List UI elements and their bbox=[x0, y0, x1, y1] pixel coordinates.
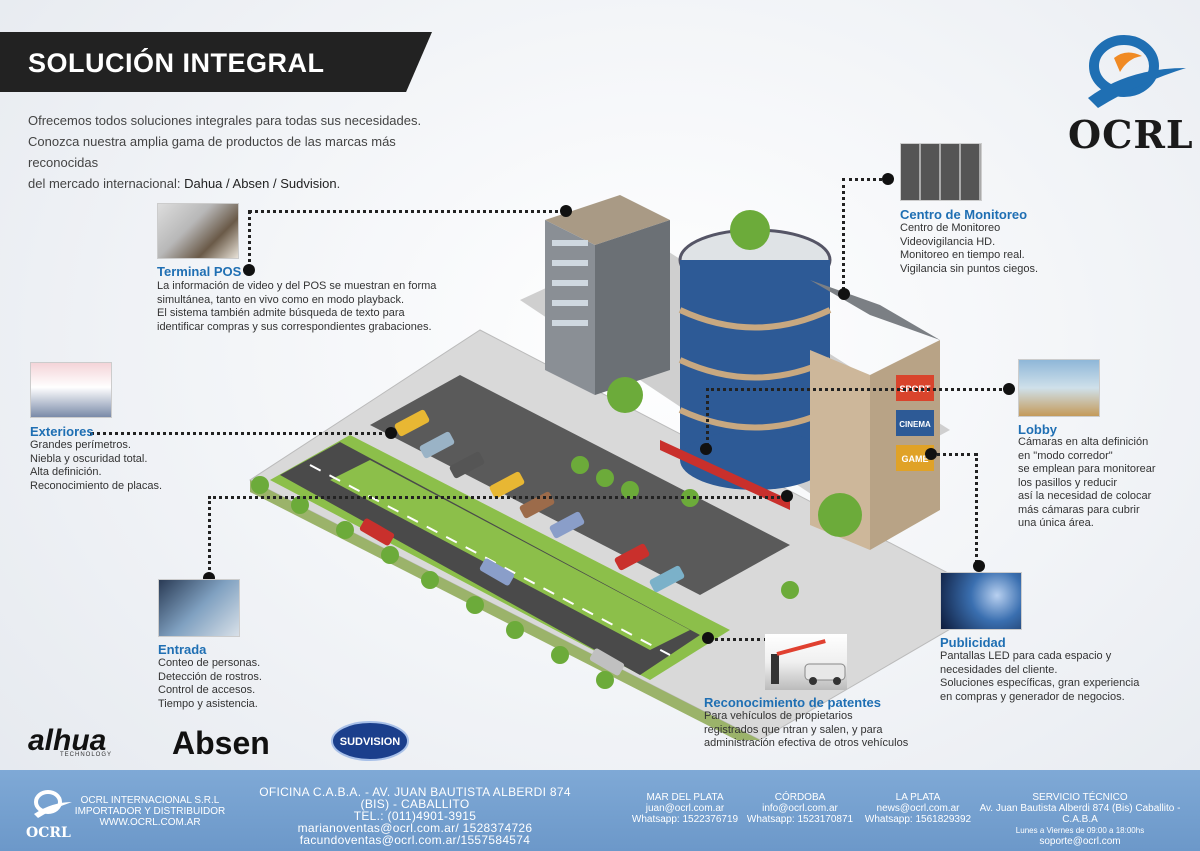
intro-text: Ofrecemos todos soluciones integrales pa… bbox=[28, 110, 458, 194]
marker-patentes bbox=[702, 632, 714, 644]
footer-mardelplata: MAR DEL PLATA juan@ocrl.com.ar Whatsapp:… bbox=[631, 792, 739, 825]
exteriores-thumbnail bbox=[30, 362, 112, 418]
absen-logo: Absen bbox=[172, 725, 270, 761]
entrada-thumbnail bbox=[158, 579, 240, 637]
dahua-logo-sub: TECHNOLOGY bbox=[60, 752, 113, 758]
marker-monitoreo bbox=[882, 173, 894, 185]
ocrl-logo-icon bbox=[1088, 35, 1186, 108]
lobby-title: Lobby bbox=[1018, 422, 1057, 437]
patentes-title: Reconocimiento de patentes bbox=[704, 695, 881, 710]
patentes-description: Para vehículos de propietarios registrad… bbox=[704, 710, 909, 749]
marker-publicidad-label bbox=[973, 560, 985, 572]
page-title: SOLUCIÓN INTEGRAL bbox=[28, 48, 325, 78]
footer-company: OCRL INTERNACIONAL S.R.L IMPORTADOR Y DI… bbox=[74, 795, 226, 828]
footer-logo-text: OCRL bbox=[26, 825, 71, 841]
title-banner: SOLUCIÓN INTEGRAL bbox=[0, 32, 432, 92]
barrier-icon bbox=[771, 639, 846, 685]
connector-lobby bbox=[706, 388, 1008, 446]
connector-patentes bbox=[708, 638, 768, 641]
building-illustration: SPORT CINEMA GAME bbox=[249, 195, 1002, 740]
patentes-thumbnail bbox=[765, 634, 847, 690]
monitoreo-description: Centro de Monitoreo Videovigilancia HD. … bbox=[900, 222, 1038, 275]
connector-entrada bbox=[208, 496, 786, 576]
connector-monitoreo bbox=[842, 178, 888, 296]
marker-lobby bbox=[1003, 383, 1015, 395]
publicidad-title: Publicidad bbox=[940, 635, 1006, 650]
footer-servicio-tecnico: SERVICIO TÉCNICO Av. Juan Bautista Alber… bbox=[979, 792, 1181, 847]
monitoreo-thumbnail bbox=[900, 143, 982, 201]
marker-entrada bbox=[781, 490, 793, 502]
sudvision-logo-icon: SUDVISION bbox=[331, 721, 409, 761]
marker-publicidad bbox=[925, 448, 937, 460]
footer-office: OFICINA C.A.B.A. - AV. JUAN BAUTISTA ALB… bbox=[259, 785, 571, 847]
footer-ocrl-icon bbox=[34, 790, 72, 818]
lobby-thumbnail bbox=[1018, 359, 1100, 417]
intro-brands: Dahua / Absen / Sudvision bbox=[184, 176, 337, 191]
dahua-logo: alhua bbox=[28, 724, 107, 757]
pos-title: Terminal POS bbox=[157, 264, 242, 279]
marker-exteriores bbox=[385, 427, 397, 439]
intro-line: Conozca nuestra amplia gama de productos… bbox=[28, 134, 396, 170]
connector-publicidad bbox=[930, 453, 978, 563]
marker-pos bbox=[560, 205, 572, 217]
entrada-description: Conteo de personas. Detección de rostros… bbox=[158, 657, 262, 710]
pos-description: La información de video y del POS se mue… bbox=[157, 280, 437, 333]
pos-thumbnail bbox=[157, 203, 239, 259]
sign-game: GAME bbox=[902, 454, 929, 464]
connector-pos bbox=[248, 210, 566, 270]
footer-cordoba: CÓRDOBA info@ocrl.com.ar Whatsapp: 15231… bbox=[746, 792, 854, 825]
sign-cinema: CINEMA bbox=[899, 420, 931, 429]
ocrl-logo-text: OCRL bbox=[1068, 112, 1194, 157]
marker-pos-label bbox=[243, 264, 255, 276]
footer-laplata: LA PLATA news@ocrl.com.ar Whatsapp: 1561… bbox=[864, 792, 972, 825]
sudvision-logo-text: SUDVISION bbox=[340, 736, 401, 748]
intro-line: Ofrecemos todos soluciones integrales pa… bbox=[28, 113, 422, 128]
footer: OCRL OCRL INTERNACIONAL S.R.L IMPORTADOR… bbox=[0, 770, 1200, 851]
marker-lobby-scene bbox=[700, 443, 712, 455]
publicidad-thumbnail bbox=[940, 572, 1022, 630]
lobby-description: Cámaras en alta definición en "modo corr… bbox=[1018, 436, 1156, 529]
marker-monitoreo-scene bbox=[838, 288, 850, 300]
publicidad-description: Pantallas LED para cada espacio y necesi… bbox=[940, 650, 1140, 703]
intro-line: del mercado internacional: Dahua / Absen… bbox=[28, 176, 341, 191]
exteriores-title: Exteriores bbox=[30, 424, 94, 439]
monitoreo-title: Centro de Monitoreo bbox=[900, 207, 1028, 222]
entrada-title: Entrada bbox=[158, 642, 207, 657]
exteriores-description: Grandes perímetros. Niebla y oscuridad t… bbox=[30, 439, 163, 492]
connector-exteriores bbox=[90, 432, 390, 435]
